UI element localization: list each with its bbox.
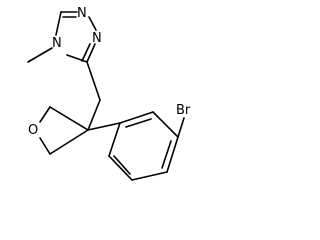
- bond-ar-inner-c: [113, 155, 131, 175]
- bond-n2-c3: [86, 43, 96, 63]
- atom-n-right: N: [92, 31, 102, 46]
- bond-quaternary-ch2-top: [49, 106, 89, 131]
- bond-ar-1-2: [119, 111, 154, 124]
- bond-ch2-top-o: [39, 106, 51, 123]
- bond-ar-4-5: [131, 171, 168, 181]
- structure-diagram: N N N O Br: [27, 6, 191, 181]
- bond-ar-6-1: [108, 122, 121, 157]
- bond-ar-inner-b: [161, 140, 172, 169]
- bond-quaternary-phenyl: [87, 122, 121, 131]
- bond-n4-methyl: [27, 47, 53, 63]
- atom-bromine: Br: [176, 103, 191, 118]
- bond-ar-5-6: [108, 155, 133, 181]
- bond-ar-bromine: [177, 117, 185, 138]
- bond-n4-c5: [55, 11, 62, 36]
- bond-ar-2-3: [152, 111, 179, 138]
- bond-n2-c3-double: [81, 43, 91, 62]
- atom-n-top: N: [77, 6, 87, 21]
- triazole-ring: [55, 11, 97, 63]
- bond-c3-ch2: [86, 61, 101, 101]
- bond-ch2-bottom-quaternary: [49, 129, 89, 155]
- bond-n1-n2: [88, 16, 97, 31]
- phenyl-ring: [108, 111, 179, 181]
- bond-ar-3-4: [166, 136, 179, 173]
- bond-c3-n4: [66, 54, 88, 63]
- bond-ch2-quaternary: [87, 99, 101, 131]
- bond-o-ch2-bottom: [39, 137, 51, 155]
- bond-ar-inner-a: [125, 118, 152, 128]
- oxetane-ring: [39, 106, 89, 155]
- atom-oxygen: O: [28, 123, 38, 138]
- atom-n-methyl: N: [52, 36, 62, 51]
